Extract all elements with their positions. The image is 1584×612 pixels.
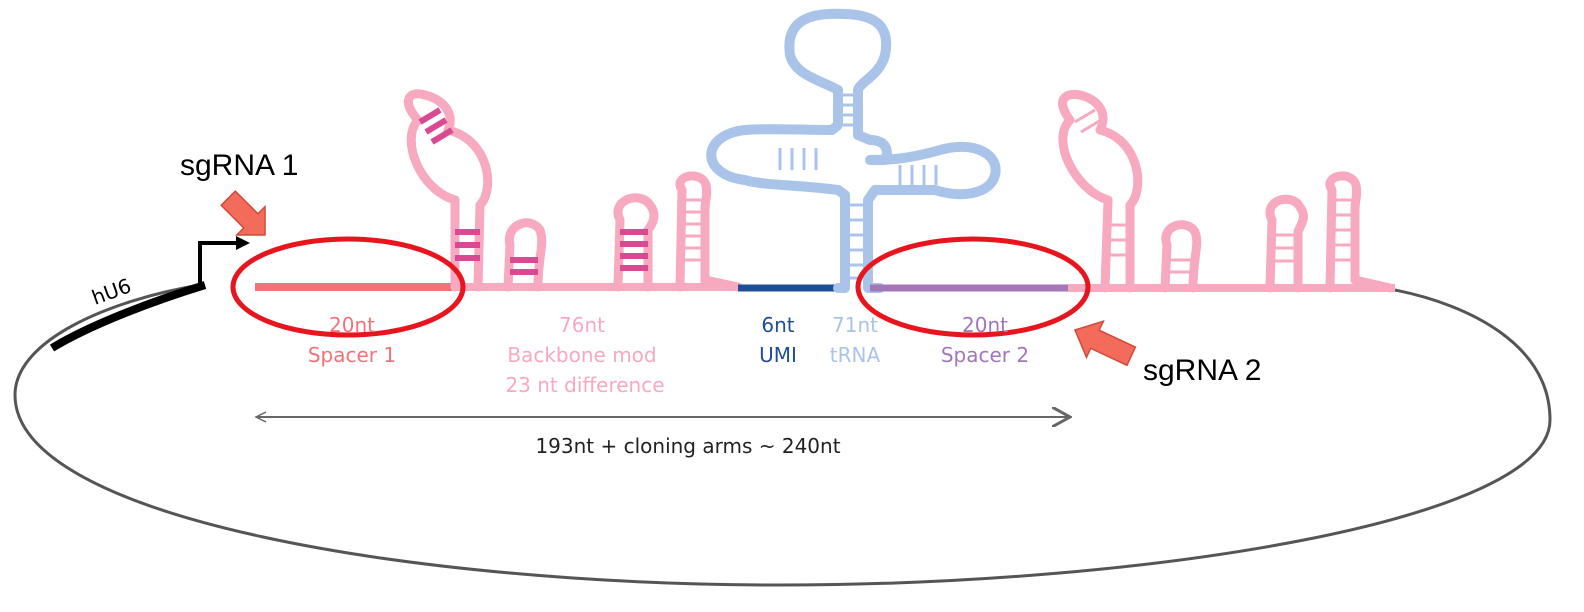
spacer2-highlight-ellipse [855, 236, 1091, 338]
transcription-start-arrow [198, 241, 240, 285]
hu6-promoter [49, 281, 207, 352]
spacer2-length-label: 20nt [962, 313, 1008, 337]
hu6-label: hU6 [89, 273, 135, 309]
sgrna1-callout-label: sgRNA 1 [180, 149, 298, 182]
spacer1-name-label: Spacer 1 [308, 343, 396, 367]
backbone-stem-ladder-4 [682, 198, 705, 262]
spacer1-highlight-ellipse [230, 236, 466, 338]
backbone-stem-dark-1 [418, 107, 480, 261]
backbone-name-label: Backbone mod [507, 343, 656, 367]
backbone2-hairpins [1058, 89, 1395, 293]
trna-length-label: 71nt [832, 313, 878, 337]
umi-name-label: UMI [759, 343, 797, 367]
backbone-stem-dark-2 [510, 257, 538, 275]
plasmid-backbone [13, 283, 1552, 587]
total-length-label: 193nt + cloning arms ~ 240nt [535, 434, 840, 458]
backbone-hairpin-2 [503, 218, 547, 292]
backbone-hairpin-3 [613, 193, 659, 292]
backbone-stem-dark-3 [620, 229, 648, 271]
umi-length-label: 6nt [761, 313, 794, 337]
backbone2-stem-ladders [1074, 108, 1355, 274]
backbone-hairpin-1 [403, 89, 493, 292]
trna-structure [706, 8, 1001, 293]
backbone-hairpin-4 [675, 171, 743, 292]
total-length-arrowhead-left [254, 411, 267, 423]
trna-name-label: tRNA [830, 343, 881, 367]
sgrna2-callout-arrow [1073, 319, 1137, 367]
backbone-length-label: 76nt [559, 313, 605, 337]
trna-stem-ladders [778, 93, 938, 280]
backbone-note-label: 23 nt difference [505, 373, 664, 397]
spacer1-length-label: 20nt [329, 313, 375, 337]
sgrna1-callout-arrow [220, 190, 266, 236]
spacer2-name-label: Spacer 2 [941, 343, 1029, 367]
transcription-arrowhead [236, 236, 250, 250]
sgrna2-callout-label: sgRNA 2 [1143, 354, 1261, 387]
